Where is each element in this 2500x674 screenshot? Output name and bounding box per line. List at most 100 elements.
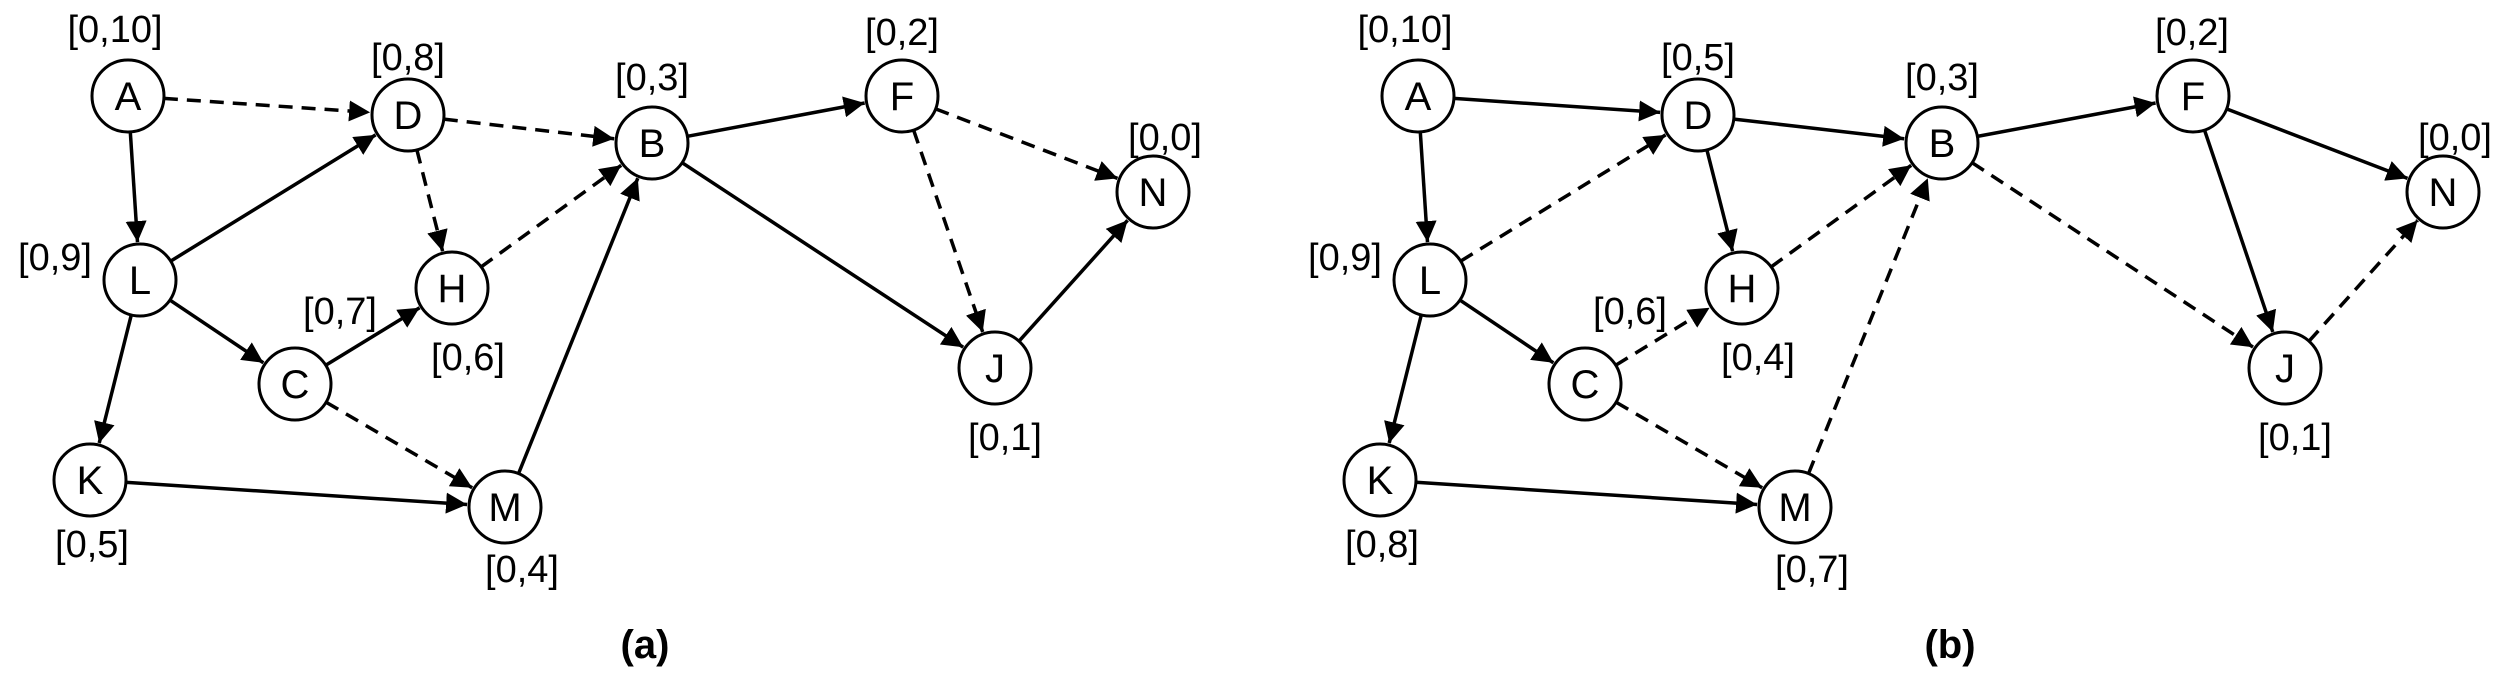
edge-l-k-solid xyxy=(94,314,133,444)
edge-c-h-solid xyxy=(324,306,421,367)
node-f: F [0,2] xyxy=(2155,12,2231,134)
node-circle xyxy=(1904,105,1980,181)
node-label: K xyxy=(1367,459,1394,503)
edge-l-d-dashed xyxy=(1459,133,1667,263)
node-j: J [0,1] xyxy=(957,330,1042,459)
edge-l-c-solid xyxy=(168,298,265,365)
node-circle xyxy=(1757,469,1833,545)
node-label: F xyxy=(2181,75,2205,119)
edge-m-b-solid xyxy=(516,177,640,475)
edge-f-n-solid xyxy=(2225,107,2409,181)
node-label: K xyxy=(77,459,104,503)
edge-j-n-solid xyxy=(1017,219,1129,343)
edge-d-h-solid xyxy=(1705,149,1738,252)
edge-l-k-solid xyxy=(1384,314,1423,444)
edge-b-j-solid xyxy=(681,161,965,349)
node-b: B [0,3] xyxy=(1904,57,1980,181)
bound-label-m: [0,4] xyxy=(485,549,559,591)
panel-caption-b: (b) xyxy=(1924,623,1975,667)
node-circle xyxy=(614,105,690,181)
node-j: J [0,1] xyxy=(2247,330,2332,459)
edge-b-f-solid xyxy=(1977,96,2156,139)
bound-label-d: [0,8] xyxy=(371,37,445,79)
node-d: D[0,5] xyxy=(1660,37,1736,153)
node-label: C xyxy=(1571,363,1600,407)
edge-a-l-solid xyxy=(125,131,147,243)
node-label: M xyxy=(1778,486,1811,530)
node-circle xyxy=(2405,154,2481,230)
node-label: D xyxy=(1684,94,1713,138)
bound-label-j: [0,1] xyxy=(2258,417,2332,459)
edge-d-b-dashed xyxy=(443,117,615,147)
bound-label-n: [0,0] xyxy=(2418,117,2492,159)
edge-k-m-solid xyxy=(1415,480,1758,514)
node-h: H[0,6] xyxy=(414,250,505,379)
node-h: H [0,4] xyxy=(1704,250,1795,379)
node-circle xyxy=(1115,154,1191,230)
node-label: B xyxy=(1929,122,1956,166)
node-circle xyxy=(957,330,1033,406)
node-circle xyxy=(2155,58,2231,134)
panel-a: A[0,10]D[0,8]B[0,3]F[0,2]N[0,0]L[0,9]H[0… xyxy=(18,9,1202,667)
panel-b: A[0,10]D[0,5]B[0,3]F[0,2]N[0,0]L[0,9]H[0… xyxy=(1308,9,2492,667)
node-label: J xyxy=(2275,347,2295,391)
node-n: N [0,0] xyxy=(2405,117,2492,230)
node-m: M[0,7] xyxy=(1757,469,1849,591)
bound-label-j: [0,1] xyxy=(968,417,1042,459)
node-circle xyxy=(1547,346,1623,422)
node-label: N xyxy=(2429,171,2458,215)
node-l: L [0,9] xyxy=(18,237,178,318)
node-b: B [0,3] xyxy=(614,57,690,181)
bound-label-a: [0,10] xyxy=(67,9,162,51)
node-n: N [0,0] xyxy=(1115,117,1202,230)
node-circle xyxy=(52,442,128,518)
bound-label-l: [0,9] xyxy=(1308,237,1382,279)
edge-j-n-dashed xyxy=(2307,219,2419,343)
node-label: M xyxy=(488,486,521,530)
node-circle xyxy=(414,250,490,326)
node-label: C xyxy=(281,363,310,407)
node-circle xyxy=(2247,330,2323,406)
bound-label-b: [0,3] xyxy=(615,57,689,99)
edge-h-b-dashed xyxy=(1770,163,1913,269)
bound-label-h: [0,4] xyxy=(1721,337,1795,379)
edge-f-j-dashed xyxy=(911,129,986,333)
node-label: A xyxy=(115,75,142,119)
node-label: L xyxy=(129,259,151,303)
bound-label-f: [0,2] xyxy=(865,12,939,54)
bound-label-k: [0,8] xyxy=(1345,524,1419,566)
node-circle xyxy=(467,469,543,545)
bound-label-b: [0,3] xyxy=(1905,57,1979,99)
bound-label-l: [0,9] xyxy=(18,237,92,279)
node-circle xyxy=(1380,58,1456,134)
bound-label-f: [0,2] xyxy=(2155,12,2229,54)
node-d: D [0,8] xyxy=(370,37,446,153)
node-c: C[0,6] xyxy=(1547,291,1667,422)
node-label: J xyxy=(985,347,1005,391)
node-m: M [0,4] xyxy=(467,469,559,591)
edge-c-m-dashed xyxy=(1615,400,1764,490)
node-label: H xyxy=(438,267,467,311)
edge-d-h-dashed xyxy=(415,149,448,252)
node-label: B xyxy=(639,122,666,166)
node-label: D xyxy=(394,94,423,138)
node-circle xyxy=(1660,77,1736,153)
node-label: N xyxy=(1139,171,1168,215)
edge-k-m-solid xyxy=(125,480,468,514)
edge-m-b-dashed xyxy=(1806,177,1930,475)
edge-a-d-solid xyxy=(1453,96,1661,122)
node-circle xyxy=(90,58,166,134)
edge-f-j-solid xyxy=(2202,129,2277,333)
node-circle xyxy=(1704,250,1780,326)
edge-d-b-solid xyxy=(1733,117,1905,147)
edge-c-m-dashed xyxy=(325,400,474,490)
node-label: H xyxy=(1728,267,1757,311)
node-label: L xyxy=(1419,259,1441,303)
node-circle xyxy=(257,346,333,422)
edge-b-f-solid xyxy=(687,96,866,139)
node-l: L [0,9] xyxy=(1308,237,1468,318)
edge-l-d-solid xyxy=(169,133,377,263)
bound-label-n: [0,0] xyxy=(1128,117,1202,159)
